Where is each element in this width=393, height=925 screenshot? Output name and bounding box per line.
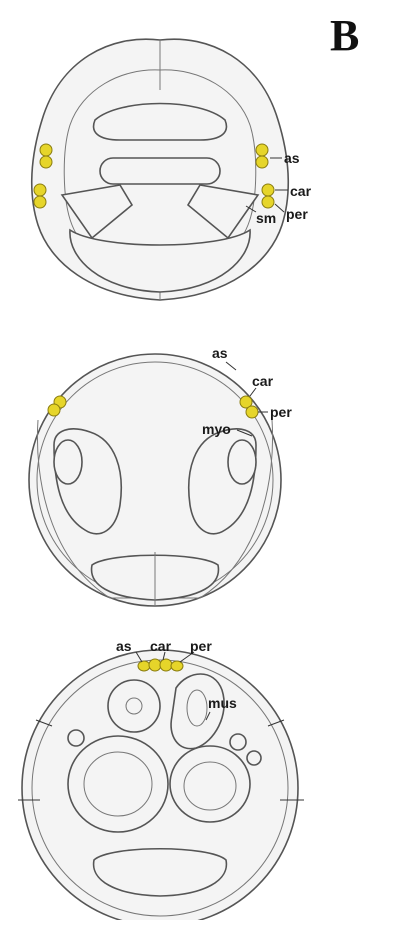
section-3-label-per: per <box>190 638 212 654</box>
section-1-label-as: as <box>284 150 300 166</box>
section-1-median-organ <box>100 158 220 184</box>
section-2-label-per: per <box>270 404 292 420</box>
section-3-side-circle-3 <box>68 730 84 746</box>
section-3-side-circle-1 <box>230 734 246 750</box>
section-2-left-cell-2 <box>48 404 60 416</box>
section-1-right-cell-1 <box>256 144 268 156</box>
section-3-large-left-organ <box>68 736 168 832</box>
section-3-label-car: car <box>150 638 172 654</box>
section-1: as car per sm <box>32 39 312 300</box>
panel-label: B <box>330 14 359 58</box>
section-3-label-as: as <box>116 638 132 654</box>
section-2-as-leader <box>226 362 236 370</box>
section-2-label-myo: myo <box>202 421 231 437</box>
section-2-label-car: car <box>252 373 274 389</box>
section-2-right-lobe <box>228 440 256 484</box>
section-1-label-per: per <box>286 206 308 222</box>
section-3: as car per mus <box>18 638 304 920</box>
section-3-side-circle-2 <box>247 751 261 765</box>
section-1-right-cell-4 <box>262 196 274 208</box>
section-3-dorsal-cell-2 <box>149 659 161 671</box>
section-2-left-lobe <box>54 440 82 484</box>
section-3-large-right-organ <box>170 746 250 822</box>
section-2: as car per myo <box>29 345 292 606</box>
section-3-dorsal-cell-4 <box>171 661 183 671</box>
section-1-label-sm: sm <box>256 210 276 226</box>
section-2-label-as: as <box>212 345 228 361</box>
section-2-right-cell-2 <box>246 406 258 418</box>
section-3-dorsal-cell-3 <box>160 659 172 671</box>
section-3-label-mus: mus <box>208 695 237 711</box>
section-1-left-cell-2 <box>40 156 52 168</box>
section-1-right-cell-2 <box>256 156 268 168</box>
section-2-car-leader <box>250 388 256 396</box>
section-1-left-cell-4 <box>34 196 46 208</box>
section-1-label-car: car <box>290 183 312 199</box>
section-1-left-cell-1 <box>40 144 52 156</box>
section-1-right-cell-3 <box>262 184 274 196</box>
section-3-small-organ <box>108 680 160 732</box>
section-3-dorsal-cell-1 <box>138 661 150 671</box>
section-1-left-cell-3 <box>34 184 46 196</box>
